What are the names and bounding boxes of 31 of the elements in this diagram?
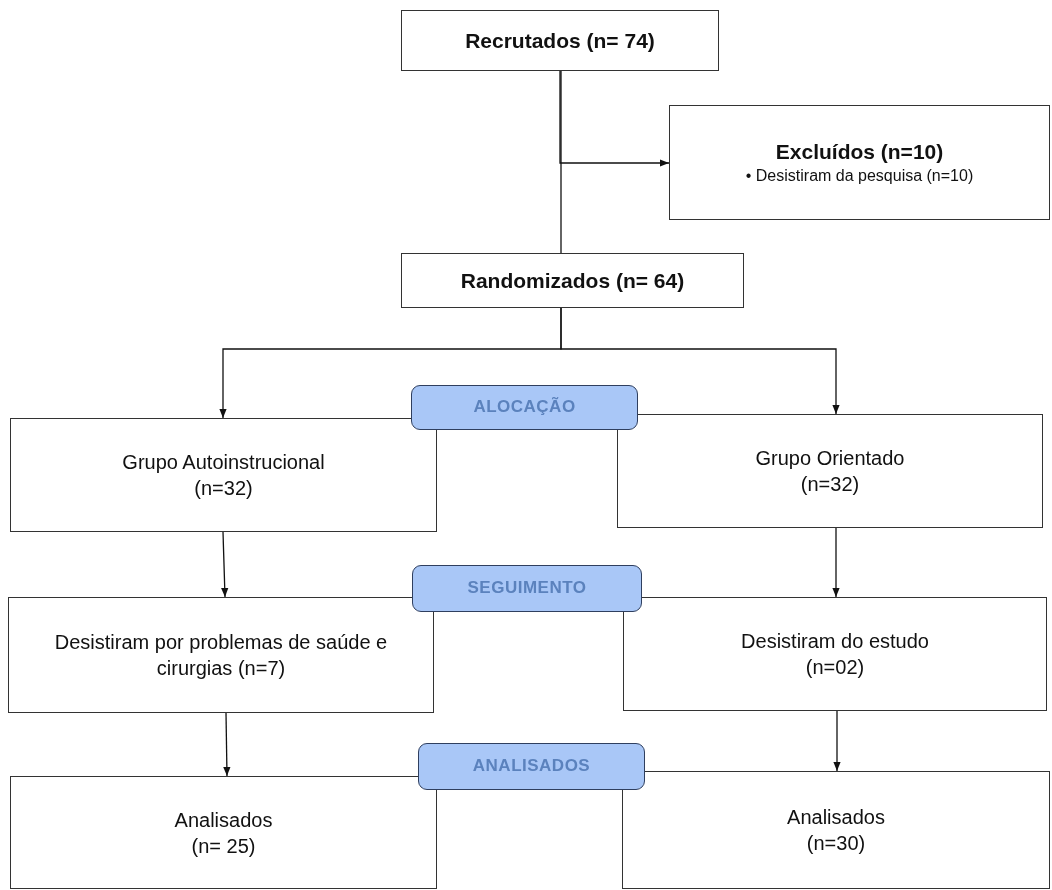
box-title: Desistiram por problemas de saúde e cirurgias (n=7) [53,630,389,681]
box-note: • Desistiram da pesquisa (n=10) [745,165,974,186]
arrow [560,307,840,415]
flow-box [669,105,1050,220]
flow-box [401,253,744,308]
arrow [832,527,840,598]
flow-box [623,597,1047,711]
flow-box [401,10,719,71]
stage-name: ALOCAÇÃO [473,396,576,419]
box-title: Excluídos (n=10) [775,139,944,166]
box-title: Grupo Autoinstrucional (n=32) [121,450,326,501]
flow-box [622,771,1050,889]
box-title: Grupo Orientado (n=32) [754,446,906,497]
box-title: Desistiram do estudo (n=02) [740,629,930,680]
flow-box [8,597,434,713]
box-title: Analisados (n= 25) [173,807,274,859]
stage-name: ANALISADOS [472,755,591,778]
flow-box [617,414,1043,528]
stage-label [412,565,642,612]
flow-box [10,776,437,889]
arrow [559,70,670,167]
stage-name: SEGUIMENTO [467,577,587,600]
arrow [221,531,229,598]
box-title: Analisados (n=30) [786,805,886,856]
stage-label [411,385,638,430]
flow-box [10,418,437,532]
arrow [833,710,841,772]
box-title: Randomizados (n= 64) [460,267,685,294]
arrow [223,712,231,777]
stage-label [418,743,645,790]
box-title: Recrutados (n= 74) [465,27,655,54]
